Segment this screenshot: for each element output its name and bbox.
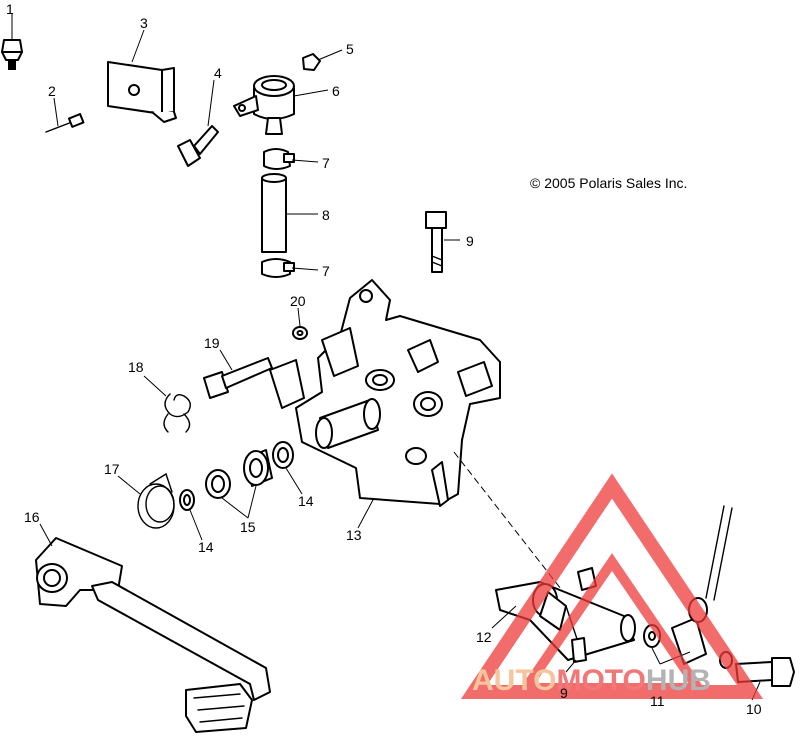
part-2-pin: [45, 113, 85, 133]
callout-19: 19: [204, 335, 220, 351]
part-14-washer-right: [272, 441, 294, 469]
callout-16: 16: [24, 509, 40, 525]
callout-7-bottom: 7: [322, 263, 330, 279]
callout-12: 12: [476, 629, 492, 645]
callout-14-right: 14: [298, 493, 314, 509]
part-20-washer: [292, 326, 308, 340]
part-7-clamp-top: [263, 148, 295, 170]
callouts: 1 2 3 4 5 6 7 8 9 7 20 19 18 17 14 15 14…: [6, 1, 762, 717]
callout-3: 3: [140, 15, 148, 31]
part-16-brake-pedal: [35, 537, 271, 733]
part-17-spring: [137, 472, 175, 529]
copyright-text: © 2005 Polaris Sales Inc.: [530, 175, 687, 191]
part-14-washer-left: [179, 489, 195, 511]
part-12-master-cylinder: [495, 567, 636, 661]
callout-14-left: 14: [198, 539, 214, 555]
part-9-bolt-top: [425, 211, 447, 273]
leader-lines: [11, 14, 761, 701]
callout-2: 2: [48, 83, 56, 99]
watermark-word-hub: HUB: [646, 664, 711, 697]
part-5-nut: [302, 53, 321, 71]
part-6-reservoir: [233, 75, 295, 135]
callout-13: 13: [346, 527, 362, 543]
callout-9-top: 9: [466, 233, 474, 249]
part-8-hose: [261, 173, 287, 253]
callout-10: 10: [746, 701, 762, 717]
part-9-bolt-bottom: [571, 637, 587, 663]
watermark-logo: AUTOMOTOHUB: [460, 473, 764, 699]
watermark-text: AUTOMOTOHUB: [472, 664, 711, 697]
callout-20: 20: [290, 293, 306, 309]
part-4-bolt: [177, 125, 219, 167]
callout-4: 4: [214, 65, 222, 81]
part-19-bolt: [203, 357, 273, 399]
callout-15: 15: [240, 519, 256, 535]
watermark-triangle-inner: [516, 553, 708, 693]
callout-6: 6: [332, 83, 340, 99]
part-13-main-bracket: [269, 279, 501, 507]
watermark-word-moto: MOTO: [556, 664, 645, 697]
callout-17: 17: [104, 461, 120, 477]
callout-18: 18: [128, 359, 144, 375]
callout-1: 1: [6, 1, 14, 17]
callout-7-top: 7: [322, 155, 330, 171]
part-1-cap: [1, 39, 23, 70]
callout-5: 5: [346, 41, 354, 57]
part-18-clip: [163, 393, 191, 433]
callout-8: 8: [322, 207, 330, 223]
callout-9-bottom: 9: [560, 685, 568, 701]
callout-11: 11: [650, 693, 665, 709]
part-15-bushings: [205, 449, 273, 499]
part-7-clamp-bottom: [261, 258, 295, 278]
part-3-bracket: [107, 61, 177, 123]
watermark-word-auto: AUTO: [472, 664, 556, 697]
